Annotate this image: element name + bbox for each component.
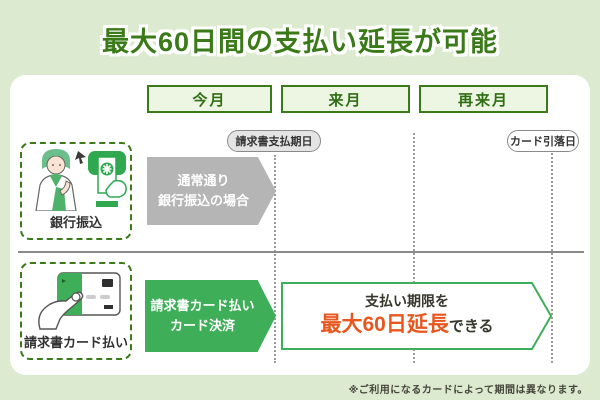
bank-transfer-arrow: 通常通り 銀行振込の場合 (147, 157, 276, 225)
arrow-text-line2: 銀行振込の場合 (157, 193, 249, 208)
bank-transfer-icon-box: 銀行振込 (20, 142, 132, 240)
invoice-card-icon-box: 請求書カード払い (20, 262, 132, 360)
dotted-line-card-withdrawal (551, 153, 553, 363)
arrow-text-line1: 請求書カード払い (150, 297, 255, 313)
extension-arrow-text: 支払い期限を 最大60日延長 できる (281, 282, 533, 350)
footnote: ※ご利用になるカードによって期間は異なります。 (348, 385, 588, 396)
arrow-text-line2: カード決済 (169, 318, 235, 333)
marker-label: 請求書支払期日 (235, 136, 313, 148)
month-label: 来月 (328, 91, 363, 109)
dotted-line-invoice-due (274, 155, 276, 363)
row-divider (18, 251, 584, 253)
extension-suffix: できる (448, 318, 494, 336)
month-label: 再来月 (457, 91, 509, 109)
bank-transfer-label: 銀行振込 (49, 215, 102, 230)
month-box-next-month: 来月 (281, 85, 410, 113)
extension-arrow-outline (281, 282, 553, 350)
arrow-text-line1: 通常通り (177, 172, 230, 188)
month-box-this-month: 今月 (147, 85, 272, 113)
hand-card-illustration-icon (38, 272, 121, 330)
marker-invoice-due-date: 請求書支払期日 (227, 130, 321, 152)
invoice-card-label: 請求書カード払い (23, 335, 128, 350)
month-box-month-after-next: 再来月 (419, 85, 548, 113)
dotted-line-month-boundary (413, 133, 415, 363)
extension-highlight: 最大60日延長 (320, 313, 449, 337)
invoice-card-arrow: 請求書カード払い カード決済 (145, 280, 276, 352)
diagram-card: 今月 来月 再来月 請求書支払期日 カード引落日 (10, 75, 590, 375)
page-title: 最大60日間の支払い延長が可能 (101, 27, 499, 57)
woman-atm-illustration-icon (35, 149, 127, 211)
marker-card-withdrawal-date: カード引落日 (507, 130, 579, 152)
marker-label: カード引落日 (510, 136, 576, 148)
extension-arrow: 支払い期限を 最大60日延長 できる (281, 282, 553, 350)
month-label: 今月 (192, 91, 227, 109)
extension-line1: 支払い期限を (365, 293, 449, 310)
